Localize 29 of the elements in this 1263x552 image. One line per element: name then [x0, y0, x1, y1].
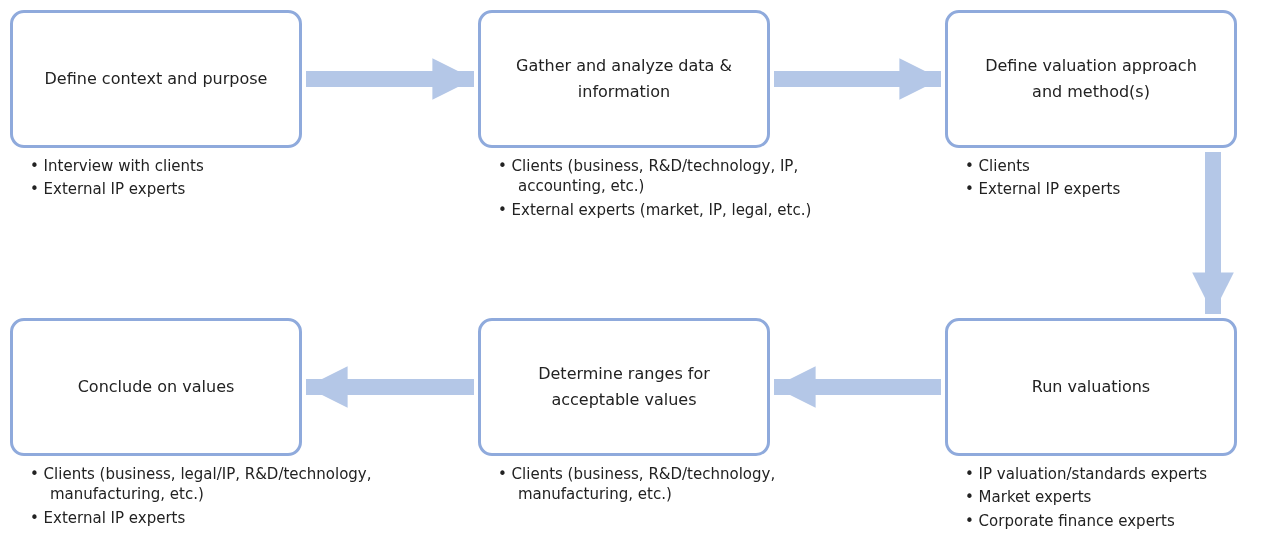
process-box [478, 10, 770, 148]
bullet-item: • External IP experts [30, 507, 187, 528]
step-title: Run valuations [1031, 376, 1151, 399]
bullet-item: • External IP experts [30, 179, 187, 200]
step-title: Conclude on values [77, 376, 235, 399]
bullet-item: • Corporate finance experts [965, 510, 1176, 531]
bullet-item: • Interview with clients [30, 156, 205, 177]
process-box [945, 318, 1237, 456]
process-box [10, 10, 302, 148]
bullet-item: • Clients [965, 156, 1031, 177]
bullet-item: • Clients (business, R&D/technology, IP, accounting, etc.) [498, 156, 800, 197]
step-title: Gather and analyze data & information [515, 55, 733, 103]
step-title: Determine ranges for acceptable values [537, 363, 711, 411]
bullet-item: • External IP experts [965, 179, 1122, 200]
process-box [945, 10, 1237, 148]
step-title: Define valuation approach and method(s) [984, 55, 1198, 103]
bullet-item: • IP valuation/standards experts [965, 464, 1209, 485]
arrow [774, 366, 941, 408]
bullet-item: • Clients (business, R&D/technology, manufacturing, etc.) [498, 464, 777, 505]
arrow [1192, 152, 1234, 314]
process-box [10, 318, 302, 456]
arrow [774, 58, 941, 100]
bullet-item: • External experts (market, IP, legal, etc.) [498, 199, 813, 220]
arrow [306, 366, 474, 408]
bullet-item: • Market experts [965, 487, 1093, 508]
arrow [306, 58, 474, 100]
process-box [478, 318, 770, 456]
bullet-item: • Clients (business, legal/IP, R&D/technology, manufacturing, etc.) [30, 464, 373, 505]
step-title: Define context and purpose [44, 68, 268, 91]
